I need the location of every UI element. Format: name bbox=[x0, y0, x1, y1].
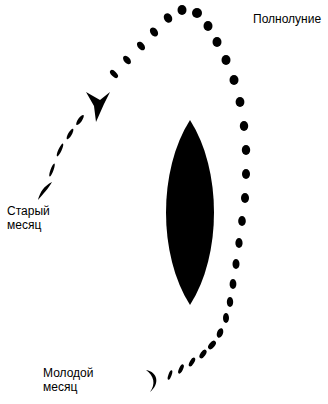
young-crescent bbox=[146, 370, 156, 392]
central-lens bbox=[166, 120, 214, 305]
phase-dots bbox=[38, 5, 250, 392]
young-moon-label: Молодой месяц bbox=[42, 366, 106, 394]
full-moon-label: Полнолуние bbox=[252, 12, 326, 26]
old-crescent bbox=[38, 182, 52, 200]
y-mark bbox=[86, 92, 110, 122]
old-moon-label: Старый месяц bbox=[6, 204, 64, 232]
